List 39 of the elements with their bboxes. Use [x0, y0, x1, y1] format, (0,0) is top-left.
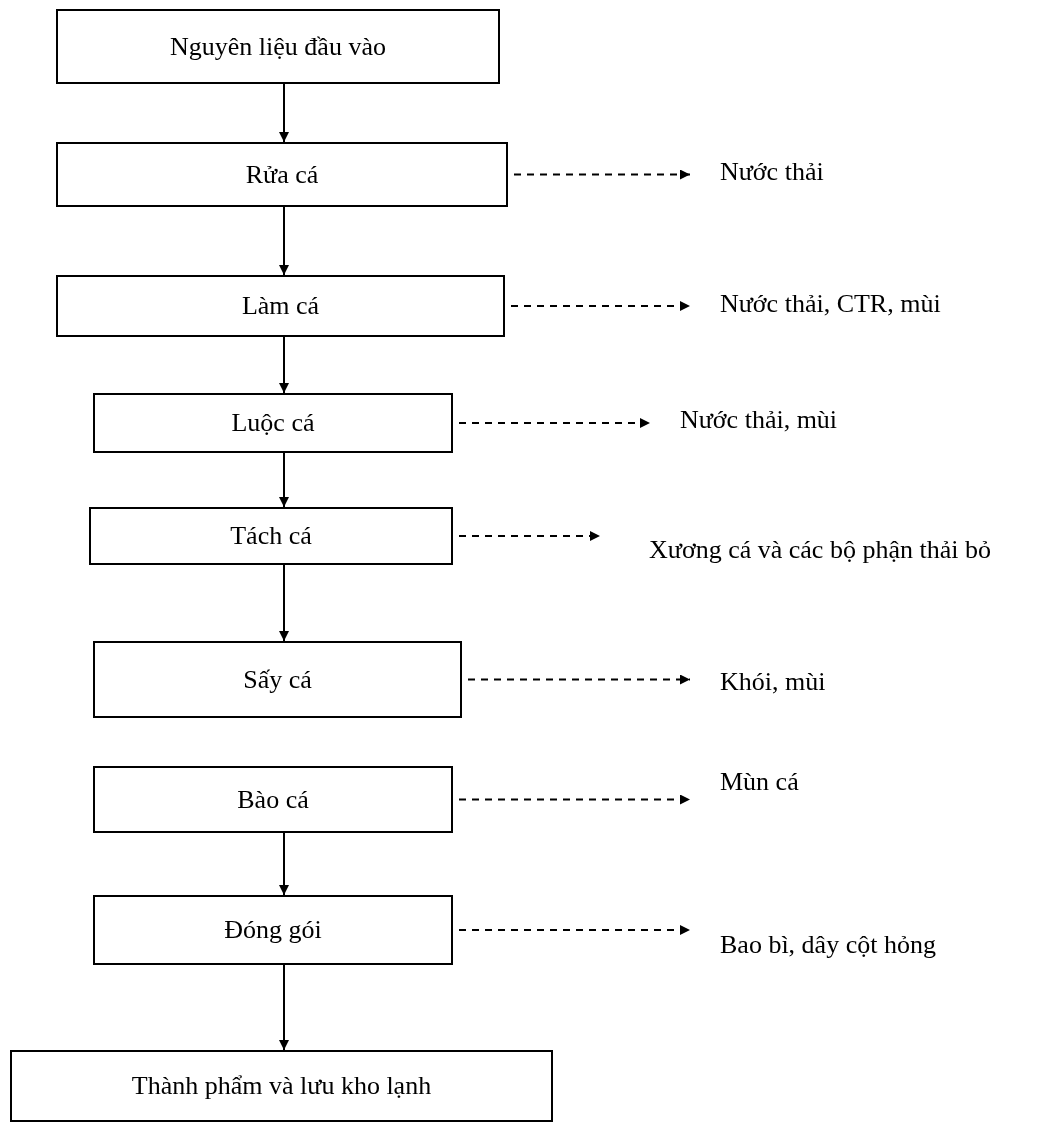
process-box: [89, 507, 453, 565]
process-label: Sấy cá: [243, 664, 312, 695]
process-label: Rửa cá: [245, 159, 319, 190]
arrow: [279, 832, 289, 896]
process-label: Bào cá: [237, 784, 309, 815]
process-box: [93, 641, 462, 718]
output-label: Nước thải: [719, 156, 824, 189]
dashed-arrow: [467, 674, 691, 685]
process-box: [93, 393, 453, 453]
dashed-arrow: [458, 531, 601, 541]
output-label: Nước thải, mùi: [679, 404, 838, 437]
dashed-arrow: [458, 418, 651, 428]
process-label: Làm cá: [241, 291, 320, 321]
arrow: [279, 452, 289, 508]
output-label: Bao bì, dây cột hỏng: [719, 929, 936, 962]
process-box: [56, 9, 500, 84]
arrow: [279, 83, 289, 143]
process-label: Tách cá: [230, 521, 312, 551]
dashed-arrow: [458, 925, 691, 935]
process-box: [93, 895, 453, 965]
arrow: [279, 564, 289, 642]
process-box: [56, 275, 505, 337]
process-label: Nguyên liệu đầu vào: [170, 31, 386, 62]
output-label: Xương cá và các bộ phận thải bỏ: [649, 534, 991, 567]
arrow: [279, 964, 289, 1051]
arrow: [279, 336, 289, 394]
dashed-arrow: [513, 169, 691, 180]
process-box: [10, 1050, 553, 1122]
process-box: [93, 766, 453, 833]
output-label: Mùn cá: [719, 766, 799, 799]
output-label: Nước thải, CTR, mùi: [719, 288, 941, 321]
process-box: [56, 142, 508, 207]
process-label: Luộc cá: [231, 408, 315, 438]
output-label: Khói, mùi: [719, 666, 826, 699]
dashed-arrow: [458, 794, 691, 805]
process-label: Đóng gói: [224, 915, 322, 945]
dashed-arrow: [510, 301, 691, 311]
process-label: Thành phẩm và lưu kho lạnh: [131, 1071, 432, 1101]
arrow: [279, 206, 289, 276]
